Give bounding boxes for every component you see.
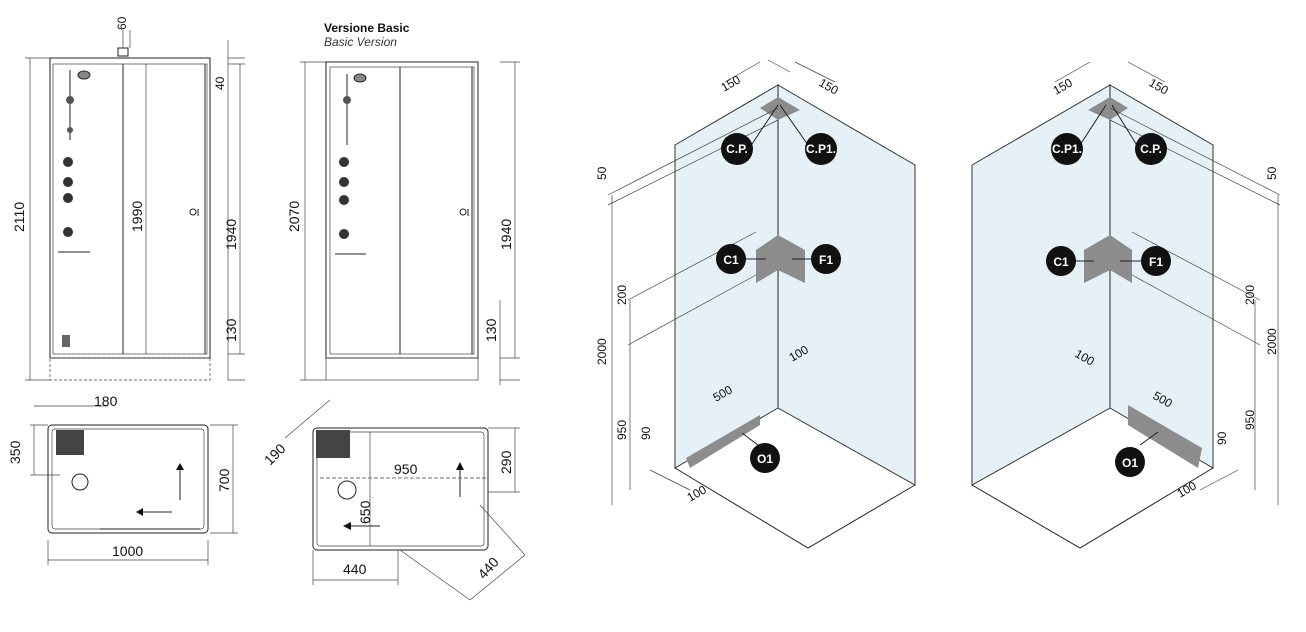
plan-a-offset-x-label: 180 (94, 393, 118, 409)
front-a-door-label: 1990 (129, 201, 145, 232)
plan-b-width-label: 950 (394, 461, 418, 477)
iso-view-right (971, 61, 1281, 549)
front-a-base-label: 130 (223, 318, 239, 342)
plan-a-offset-y-label: 350 (7, 440, 23, 464)
svg-text:C.P.: C.P. (726, 142, 748, 156)
svg-text:C.P1.: C.P1. (1052, 142, 1082, 156)
plan-b-side-label: 290 (498, 450, 514, 474)
front-a-upper-label: 40 (213, 76, 227, 90)
iso-left-h2-label: 200 (615, 285, 629, 305)
shower-column (58, 70, 91, 347)
iso-left-w2-label: 150 (817, 75, 842, 97)
badge-c1-left: C1 (716, 244, 766, 274)
badge-f1-left: F1 (792, 244, 841, 274)
plan-view-b (284, 399, 526, 601)
iso-left-h5-label: 90 (639, 426, 653, 440)
badge-f1-right: F1 (1120, 246, 1171, 276)
version-title: Versione Basic (324, 21, 410, 35)
svg-text:C1: C1 (723, 253, 739, 267)
badge-o1-left: O1 (741, 432, 780, 473)
badge-c1-right: C1 (1046, 246, 1094, 276)
iso-right-h3-label: 2000 (1265, 328, 1279, 355)
badge-o1-right: O1 (1115, 431, 1159, 477)
badge-cp-left: C.P. (721, 104, 779, 165)
badge-cp1-right: C.P1. (1051, 104, 1107, 165)
svg-text:O1: O1 (1122, 456, 1138, 470)
front-a-top-label: 60 (115, 16, 129, 30)
badge-cp-right: C.P. (1111, 104, 1167, 165)
front-b-inner-label: 1940 (498, 219, 514, 250)
version-subtitle: Basic Version (324, 35, 397, 49)
svg-text:F1: F1 (819, 253, 833, 267)
iso-left-h1-label: 50 (595, 166, 609, 180)
iso-right-d3-label: 100 (1175, 478, 1200, 500)
front-view-b (300, 61, 520, 385)
svg-text:F1: F1 (1149, 255, 1163, 269)
plan-a-width-label: 1000 (112, 543, 143, 559)
iso-left-d3-label: 100 (685, 482, 710, 504)
shower-column-b (335, 73, 367, 255)
iso-left-w1-label: 150 (719, 72, 744, 94)
iso-right-h5-label: 90 (1215, 431, 1229, 445)
front-a-total-label: 2110 (11, 202, 27, 232)
iso-view-left (607, 59, 916, 549)
plan-b-bottom-label: 440 (343, 561, 367, 577)
iso-right-h4-label: 950 (1243, 410, 1257, 430)
plan-b-depth-label: 650 (357, 500, 373, 524)
plan-b-diag2-label: 440 (474, 554, 502, 582)
plan-a-depth-label: 700 (216, 468, 232, 492)
plan-view-a (30, 405, 238, 565)
svg-text:C1: C1 (1053, 255, 1069, 269)
front-view-a (25, 30, 245, 381)
iso-right-w2-label: 150 (1147, 75, 1172, 97)
iso-right-h1-label: 50 (1265, 166, 1279, 180)
plan-b-diag-label: 190 (261, 440, 289, 468)
iso-right-h2-label: 200 (1243, 285, 1257, 305)
svg-text:C.P1.: C.P1. (806, 142, 836, 156)
iso-left-h3-label: 2000 (595, 338, 609, 365)
front-b-base-label: 130 (483, 318, 499, 342)
iso-right-w1-label: 150 (1051, 75, 1076, 97)
front-b-total-label: 2070 (286, 201, 302, 232)
front-a-inner-label: 1940 (223, 219, 239, 250)
svg-text:C.P.: C.P. (1140, 142, 1162, 156)
badge-cp1-left: C.P1. (779, 104, 837, 165)
svg-text:O1: O1 (757, 452, 773, 466)
iso-left-h4-label: 950 (615, 420, 629, 440)
